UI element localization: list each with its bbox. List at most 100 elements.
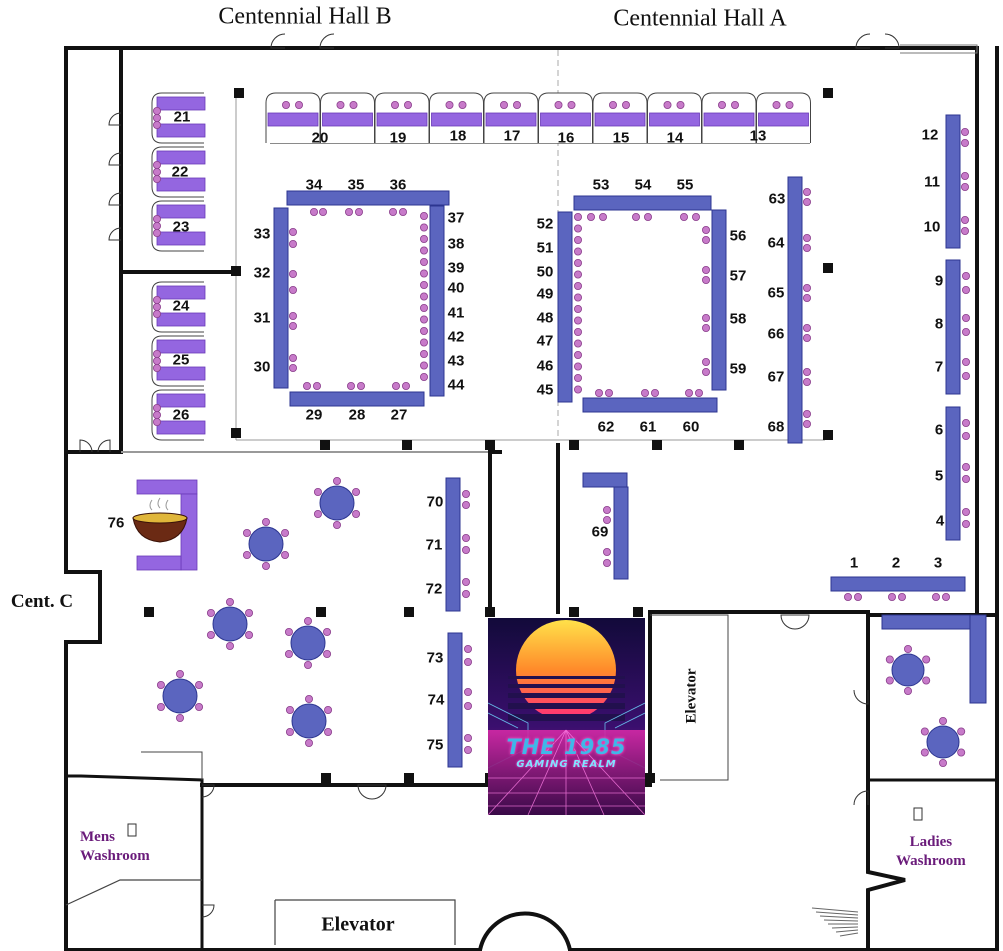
door-swing bbox=[855, 33, 871, 49]
chair bbox=[152, 107, 161, 116]
table-label-37: 37 bbox=[447, 209, 465, 227]
door-swing bbox=[371, 784, 387, 800]
chair bbox=[692, 212, 701, 221]
chair bbox=[609, 101, 618, 110]
chair bbox=[332, 521, 341, 530]
chair bbox=[356, 381, 365, 390]
chair bbox=[898, 593, 907, 602]
table-label-18: 18 bbox=[449, 127, 467, 145]
table-label-65: 65 bbox=[767, 284, 785, 302]
chair bbox=[318, 207, 327, 216]
chair bbox=[324, 728, 333, 737]
booth-table bbox=[267, 112, 319, 127]
chair bbox=[401, 381, 410, 390]
chair bbox=[445, 101, 454, 110]
mens-washroom-line1: Mens bbox=[80, 829, 115, 845]
table-label-47: 47 bbox=[536, 332, 554, 350]
table-label-10: 10 bbox=[923, 218, 941, 236]
chair bbox=[605, 388, 614, 397]
round-table bbox=[290, 625, 326, 661]
table-label-19: 19 bbox=[389, 129, 407, 147]
chair bbox=[574, 350, 583, 359]
chair bbox=[957, 727, 966, 736]
door-swing bbox=[108, 227, 122, 241]
divider-line bbox=[275, 899, 456, 945]
chair bbox=[676, 101, 685, 110]
chair bbox=[962, 418, 971, 427]
booth-table bbox=[485, 112, 537, 127]
table bbox=[582, 397, 718, 413]
chair bbox=[419, 326, 428, 335]
chair bbox=[206, 609, 215, 618]
chair bbox=[323, 628, 332, 637]
chair bbox=[785, 101, 794, 110]
pillar bbox=[231, 266, 241, 276]
table-label-46: 46 bbox=[536, 357, 554, 375]
chair bbox=[622, 101, 631, 110]
chair bbox=[281, 529, 290, 538]
door-swing bbox=[780, 614, 796, 630]
chair bbox=[702, 275, 711, 284]
booth-table bbox=[156, 96, 206, 111]
booth-table bbox=[136, 555, 182, 571]
table-label-4: 4 bbox=[935, 512, 945, 530]
round-table bbox=[291, 703, 327, 739]
chair bbox=[419, 257, 428, 266]
table-label-38: 38 bbox=[447, 235, 465, 253]
chair bbox=[206, 631, 215, 640]
table-label-15: 15 bbox=[612, 129, 630, 147]
divider-line bbox=[815, 911, 859, 916]
table-label-30: 30 bbox=[253, 358, 271, 376]
table bbox=[445, 477, 461, 612]
chair bbox=[288, 321, 297, 330]
table-label-42: 42 bbox=[447, 328, 465, 346]
booth-table bbox=[758, 112, 809, 127]
chair bbox=[644, 212, 653, 221]
table-label-67: 67 bbox=[767, 368, 785, 386]
door-swing bbox=[108, 112, 122, 126]
table-label-75: 75 bbox=[426, 736, 444, 754]
chair bbox=[261, 562, 270, 571]
chair bbox=[731, 101, 740, 110]
pillar bbox=[316, 607, 326, 617]
chair bbox=[349, 101, 358, 110]
wall bbox=[643, 610, 652, 787]
chair bbox=[574, 339, 583, 348]
chair bbox=[803, 293, 812, 302]
booth-table bbox=[156, 231, 206, 246]
table bbox=[582, 472, 628, 488]
chair bbox=[961, 138, 970, 147]
booth-table bbox=[156, 420, 206, 435]
bowl-rim bbox=[132, 512, 188, 524]
chair bbox=[574, 304, 583, 313]
table-label-64: 64 bbox=[767, 234, 785, 252]
chair bbox=[574, 258, 583, 267]
chair bbox=[962, 371, 971, 380]
table bbox=[429, 205, 445, 397]
chair bbox=[152, 160, 161, 169]
round-table bbox=[212, 606, 248, 642]
table-label-8: 8 bbox=[934, 315, 944, 333]
chair bbox=[463, 658, 472, 667]
chair bbox=[152, 363, 161, 372]
chair bbox=[685, 388, 694, 397]
chair bbox=[152, 295, 161, 304]
table bbox=[711, 209, 727, 391]
chair bbox=[702, 235, 711, 244]
divider-line bbox=[839, 932, 859, 937]
gaming-realm-poster: THE 1985 GAMING REALM bbox=[488, 618, 645, 815]
chair bbox=[285, 706, 294, 715]
table-label-22: 22 bbox=[171, 163, 189, 181]
door-swing bbox=[201, 784, 215, 798]
table-label-54: 54 bbox=[634, 176, 652, 194]
chair bbox=[195, 703, 204, 712]
chair bbox=[152, 221, 161, 230]
chair bbox=[803, 233, 812, 242]
chair bbox=[419, 338, 428, 347]
chair bbox=[702, 313, 711, 322]
chair bbox=[461, 578, 470, 587]
table-label-52: 52 bbox=[536, 215, 554, 233]
table-label-25: 25 bbox=[172, 351, 190, 369]
